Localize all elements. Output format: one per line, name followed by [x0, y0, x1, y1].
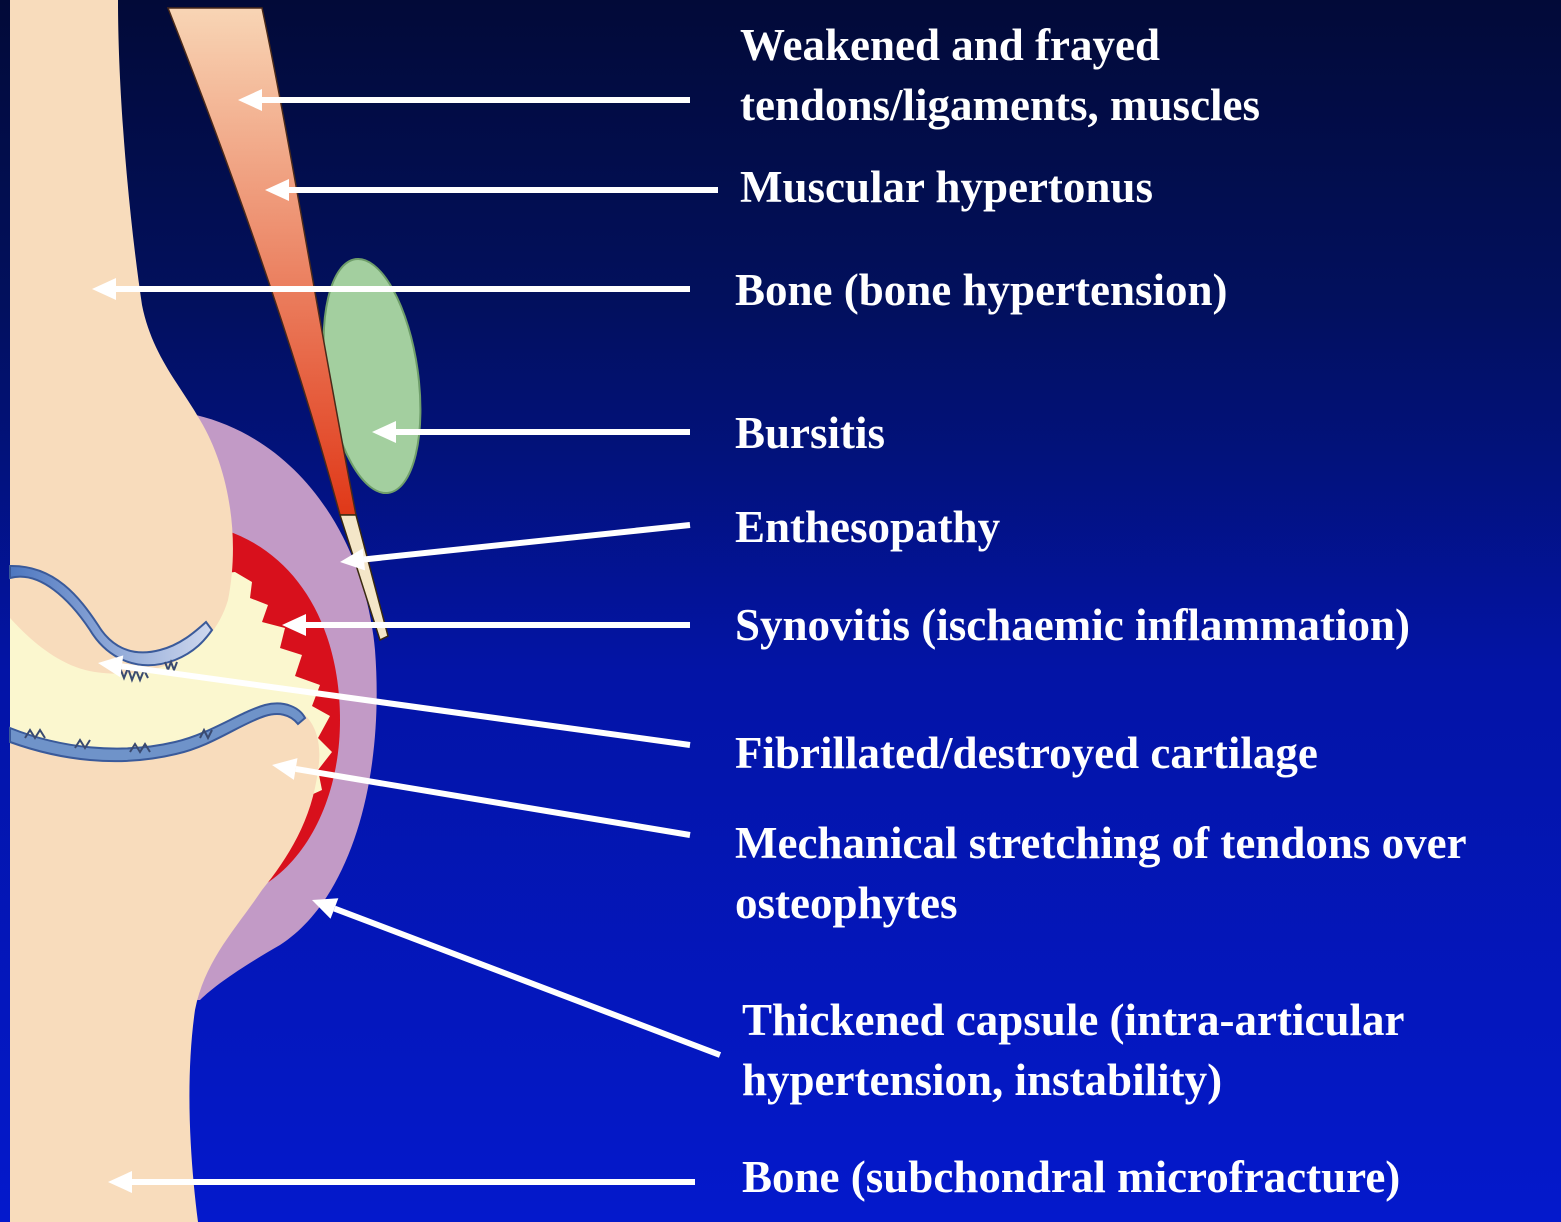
arrow-capsule: [312, 898, 720, 1055]
arrow-weakened: [238, 89, 690, 111]
label-stretching-line2: osteophytes: [735, 873, 1467, 933]
label-bursitis: Bursitis: [735, 403, 885, 463]
label-stretching-line1: Mechanical stretching of tendons over: [735, 813, 1467, 873]
label-weakened-line1: Weakened and frayed: [740, 15, 1260, 75]
label-capsule-line1: Thickened capsule (intra-articular: [742, 990, 1404, 1050]
label-subchondral-microfracture: Bone (subchondral microfracture): [742, 1147, 1400, 1207]
arrow-microfracture: [108, 1171, 695, 1193]
label-synovitis: Synovitis (ischaemic inflammation): [735, 595, 1410, 655]
label-capsule-line2: hypertension, instability): [742, 1050, 1404, 1110]
label-thickened-capsule: Thickened capsule (intra-articular hyper…: [742, 990, 1404, 1110]
label-cartilage: Fibrillated/destroyed cartilage: [735, 723, 1318, 783]
label-mechanical-stretching: Mechanical stretching of tendons over os…: [735, 813, 1467, 933]
arrow-hypertonus: [265, 179, 718, 201]
label-weakened-tendons: Weakened and frayed tendons/ligaments, m…: [740, 15, 1260, 135]
label-enthesopathy: Enthesopathy: [735, 497, 1000, 557]
lower-bone: [10, 706, 319, 1222]
arrow-enthesopathy: [340, 525, 690, 570]
label-bone-hypertension: Bone (bone hypertension): [735, 260, 1228, 320]
label-weakened-line2: tendons/ligaments, muscles: [740, 75, 1260, 135]
label-muscular-hypertonus: Muscular hypertonus: [740, 157, 1153, 217]
